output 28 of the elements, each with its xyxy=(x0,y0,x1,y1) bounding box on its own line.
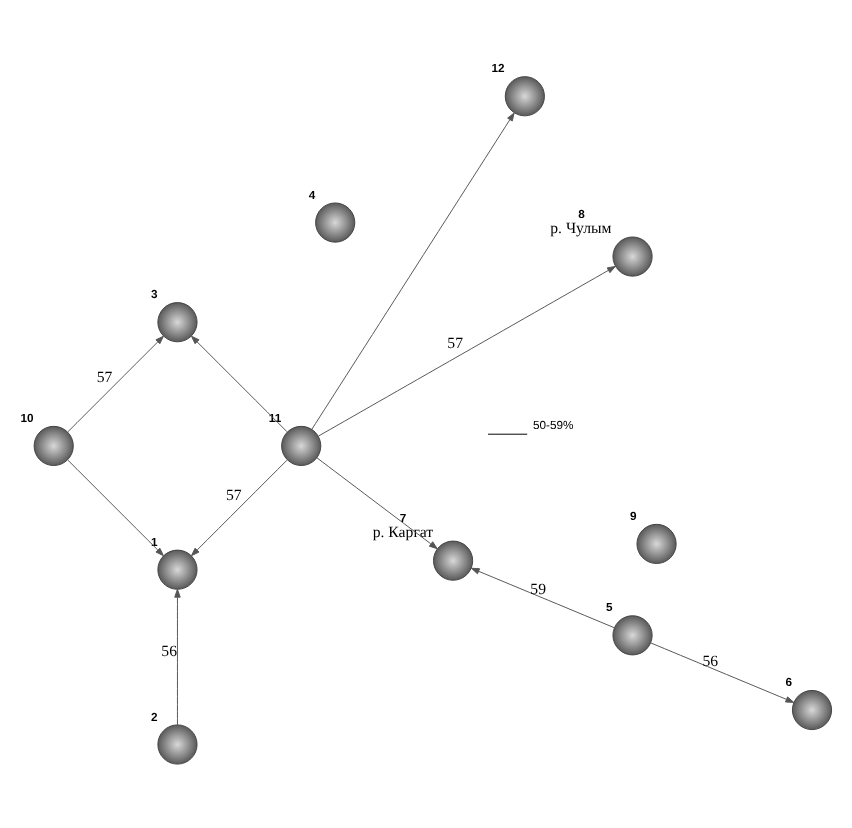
arrow xyxy=(470,567,615,629)
arrow xyxy=(67,335,164,433)
node-circle xyxy=(612,236,653,277)
node-circle xyxy=(504,76,545,117)
node-circle xyxy=(791,689,833,731)
arrow xyxy=(311,112,515,430)
node-circle xyxy=(433,540,474,581)
node-circle xyxy=(636,523,677,564)
arrow xyxy=(318,265,616,437)
arrow xyxy=(191,459,288,557)
arrow xyxy=(316,457,438,550)
arrow xyxy=(650,642,795,703)
node-label: р. Каргат xyxy=(372,522,434,541)
node-circle xyxy=(315,202,356,243)
arrow xyxy=(67,459,164,557)
node-circle xyxy=(612,615,653,656)
edge-label: 56 xyxy=(161,641,177,660)
arrow xyxy=(174,588,181,726)
edge-label: 59 xyxy=(530,580,547,599)
edge-label: 57 xyxy=(225,485,242,504)
edge-label: 57 xyxy=(96,367,113,386)
node-label: р. Чулым xyxy=(550,218,612,237)
node-circle xyxy=(157,724,198,765)
node-circle xyxy=(33,425,74,467)
edge-label: 57 xyxy=(447,334,464,353)
node-circle xyxy=(281,425,322,467)
arrow xyxy=(191,335,288,433)
edge-label: 56 xyxy=(702,652,719,671)
